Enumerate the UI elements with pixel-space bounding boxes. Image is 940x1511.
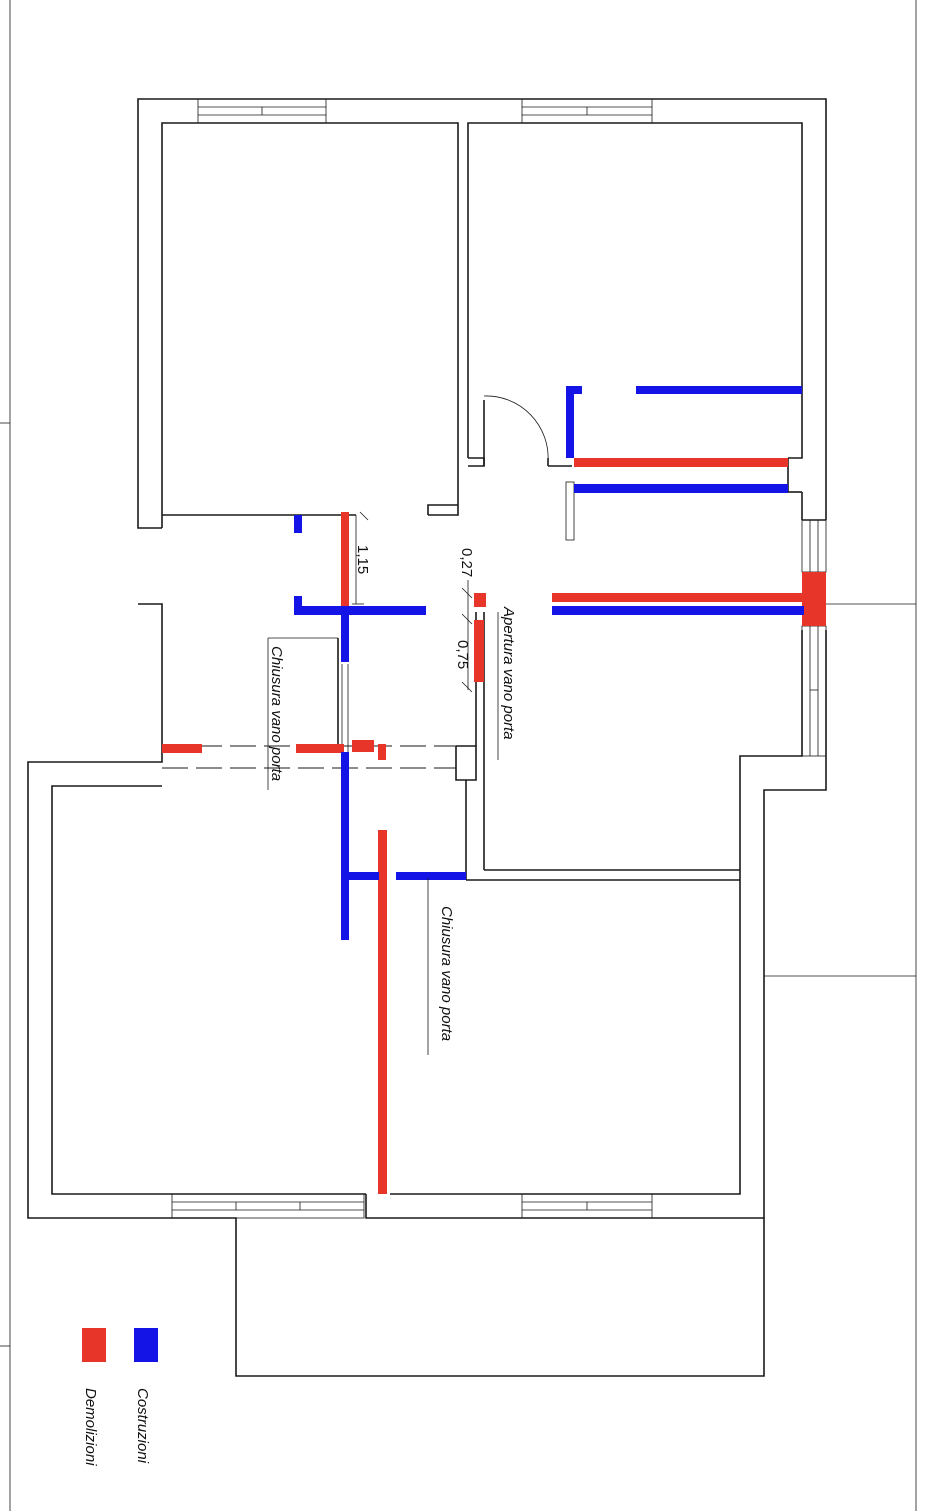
cons-wall-8	[552, 606, 804, 615]
cons-wall-7	[294, 606, 426, 615]
demo-wall-8	[296, 744, 344, 753]
cons-wall-11	[341, 872, 379, 880]
cons-wall-6	[294, 596, 302, 614]
demo-wall-10	[378, 744, 386, 760]
demo-wall-6	[474, 620, 484, 682]
demo-wall-1	[341, 512, 349, 608]
label-apertura-vano-porta: Apertura vano porta	[500, 606, 517, 740]
cons-wall-9	[341, 614, 349, 662]
label-chiusura-vano-porta-1: Chiusura vano porta	[268, 646, 285, 781]
demo-wall-9	[352, 740, 374, 752]
demo-wall-5	[474, 593, 486, 607]
demo-wall-3	[552, 593, 804, 602]
cons-wall-3	[636, 386, 802, 394]
legend-label-construction: Costruzioni	[134, 1388, 151, 1464]
demo-wall-2	[574, 458, 788, 467]
dimension-lines	[267, 511, 499, 1055]
demo-wall-4	[802, 572, 826, 626]
cons-wall-10	[341, 752, 349, 940]
cons-wall-12	[396, 872, 466, 880]
legend: Costruzioni Demolizioni	[82, 1328, 158, 1466]
outer-walls	[27, 98, 827, 1377]
dimension-0-75: 0,75	[454, 640, 471, 669]
cons-wall-5	[294, 515, 302, 533]
construction-walls	[294, 386, 804, 940]
sheet-frame	[0, 0, 917, 1511]
demo-wall-11	[378, 830, 387, 1194]
cons-wall-4	[574, 484, 788, 493]
dimension-1-15: 1,15	[354, 545, 371, 574]
dimension-0-27: 0,27	[458, 548, 475, 577]
legend-swatch-demolition	[82, 1328, 106, 1362]
cons-wall-2	[566, 386, 582, 394]
cons-wall-1	[566, 386, 574, 458]
legend-swatch-construction	[134, 1328, 158, 1362]
legend-label-demolition: Demolizioni	[82, 1388, 99, 1466]
interior-walls	[162, 395, 916, 977]
label-chiusura-vano-porta-2: Chiusura vano porta	[438, 906, 455, 1041]
demo-wall-7	[162, 744, 202, 753]
demolition-walls	[162, 458, 826, 1194]
